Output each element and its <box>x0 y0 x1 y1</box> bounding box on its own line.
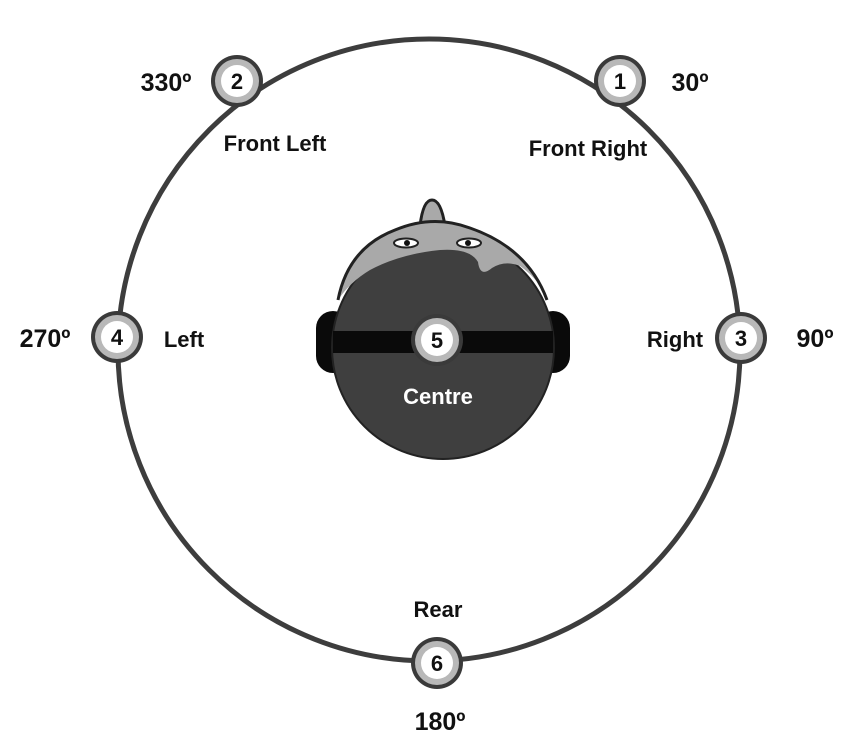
left-pupil <box>404 240 410 246</box>
angle-30-label: 30º <box>672 69 709 97</box>
listener-head: Centre <box>316 198 570 460</box>
speaker-6: 6 <box>411 637 463 689</box>
centre-label: Centre <box>403 384 473 409</box>
speaker-marker-inner <box>101 321 133 353</box>
speaker-marker-inner <box>421 647 453 679</box>
angle-270-label: 270º <box>20 325 71 353</box>
angle-90-label: 90º <box>797 325 834 353</box>
speaker-1: 1 <box>594 55 646 107</box>
speaker-marker-inner <box>221 65 253 97</box>
speaker-number: 1 <box>614 69 626 94</box>
speaker-3: 3 <box>715 312 767 364</box>
speaker-marker-inner <box>604 65 636 97</box>
speaker-number: 6 <box>431 651 443 676</box>
nose-shape <box>418 198 447 228</box>
speaker-number: 5 <box>431 328 443 353</box>
front-right-label: Front Right <box>529 136 648 161</box>
head-outline <box>336 219 549 301</box>
speaker-2: 2 <box>211 55 263 107</box>
right-label: Right <box>647 327 704 352</box>
angle-180-label: 180º <box>415 708 466 736</box>
front-left-label: Front Left <box>224 131 327 156</box>
speaker-number: 2 <box>231 69 243 94</box>
left-label: Left <box>164 327 205 352</box>
angle-330-label: 330º <box>141 69 192 97</box>
speaker-number: 4 <box>111 325 124 350</box>
right-pupil <box>465 240 471 246</box>
rear-label: Rear <box>414 597 463 622</box>
speaker-marker-inner <box>725 322 757 354</box>
speaker-4: 4 <box>91 311 143 363</box>
head-face <box>338 221 547 300</box>
speaker-marker-inner <box>421 324 453 356</box>
speaker-5: 5 <box>411 314 463 366</box>
speaker-number: 3 <box>735 326 747 351</box>
